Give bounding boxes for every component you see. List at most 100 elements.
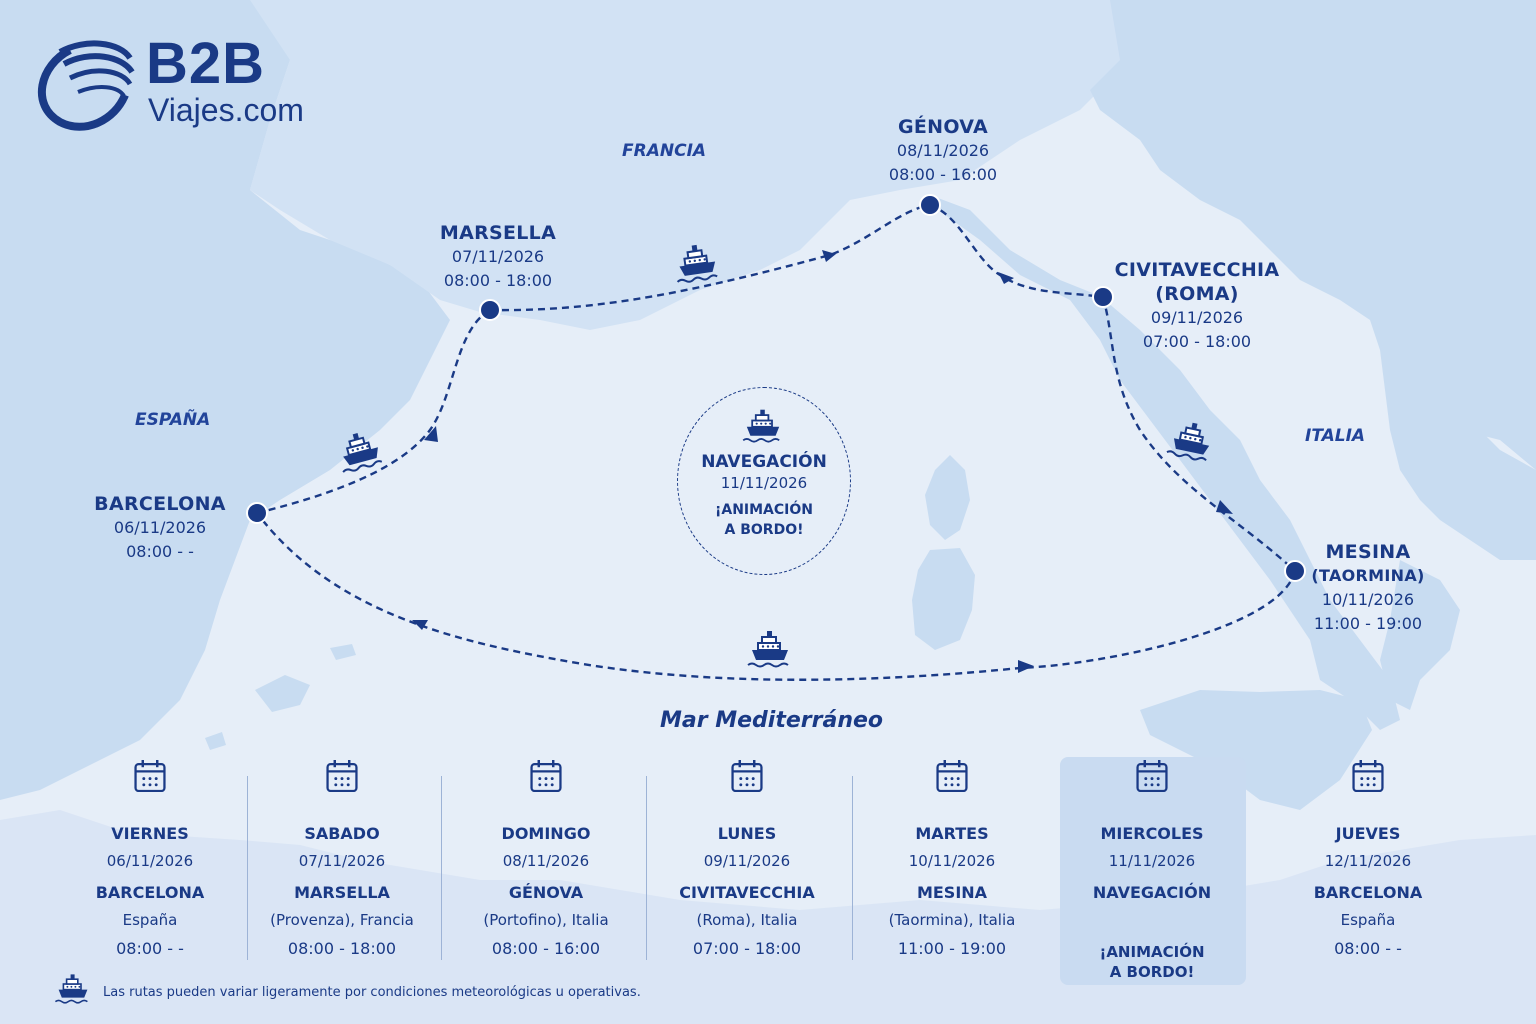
- wave-spacer: [1054, 902, 1250, 932]
- itinerary-day-domingo[interactable]: DOMINGO 08/11/2026 GÉNOVA (Portofino), I…: [448, 760, 644, 958]
- port-name: GÉNOVA: [897, 116, 989, 138]
- day-place: NAVEGACIÓN: [1092, 883, 1212, 902]
- arrow-5: [1018, 660, 1034, 673]
- day-place: BARCELONA: [1313, 883, 1423, 902]
- day-date: 06/11/2026: [106, 852, 194, 870]
- divider: [852, 776, 853, 960]
- port-date: 06/11/2026: [113, 518, 207, 537]
- day-name: DOMINGO: [501, 824, 591, 843]
- marker-civitavecchia[interactable]: [1092, 286, 1114, 308]
- itinerary-day-miercoles[interactable]: MIERCOLES 11/11/2026 NAVEGACIÓN ¡ANIMACI…: [1054, 760, 1250, 982]
- highlight-navigation-day: [1060, 757, 1246, 985]
- port-time: 08:00 - 16:00: [888, 165, 998, 184]
- day-name: MARTES: [915, 824, 989, 843]
- port-date: 10/11/2026: [1321, 590, 1415, 609]
- day-time: 08:00 - 18:00: [287, 939, 397, 958]
- day-place: GÉNOVA: [508, 883, 584, 902]
- port-name-2: (TAORMINA): [1311, 566, 1425, 585]
- day-place: MESINA: [916, 883, 988, 902]
- day-place: BARCELONA: [95, 883, 205, 902]
- calendar-icon: [530, 760, 562, 792]
- day-name: LUNES: [717, 824, 777, 843]
- port-label-marsella: MARSELLA 07/11/2026 08:00 - 18:00: [398, 221, 598, 293]
- route-arrows: [412, 250, 1233, 673]
- marker-genova[interactable]: [919, 194, 941, 216]
- country-label-italia: ITALIA: [1305, 426, 1366, 446]
- port-time: 08:00 - -: [126, 542, 194, 561]
- day-region: (Roma), Italia: [696, 911, 798, 929]
- port-date: 08/11/2026: [896, 141, 990, 160]
- calendar-icon: [326, 760, 358, 792]
- day-time: 08:00 - 16:00: [491, 939, 601, 958]
- day-date: 11/11/2026: [1108, 852, 1196, 870]
- itinerary-day-viernes[interactable]: VIERNES 06/11/2026 BARCELONA España 08:0…: [52, 760, 248, 958]
- logo-site[interactable]: Viajes.com: [148, 92, 304, 128]
- route-civitavecchia-mesina: [1101, 296, 1296, 572]
- day-date: 09/11/2026: [703, 852, 791, 870]
- day-name: SABADO: [304, 824, 380, 843]
- marker-marsella[interactable]: [479, 299, 501, 321]
- day-name: JUEVES: [1335, 824, 1401, 843]
- navigation-activity-line2: A BORDO!: [724, 522, 804, 538]
- day-name: VIERNES: [111, 824, 189, 843]
- day-activity: ¡ANIMACIÓN A BORDO!: [1054, 942, 1250, 982]
- day-activity-line2: A BORDO!: [1109, 963, 1195, 981]
- country-label-espana: ESPAÑA: [135, 410, 211, 430]
- day-region: (Portofino), Italia: [483, 911, 609, 929]
- divider: [247, 776, 248, 960]
- day-region: España: [122, 911, 178, 929]
- day-date: 10/11/2026: [908, 852, 996, 870]
- calendar-icon: [936, 760, 968, 792]
- port-label-genova: GÉNOVA 08/11/2026 08:00 - 16:00: [843, 115, 1043, 187]
- port-date: 07/11/2026: [451, 247, 545, 266]
- day-time: 07:00 - 18:00: [692, 939, 802, 958]
- itinerary-day-jueves[interactable]: JUEVES 12/11/2026 BARCELONA España 08:00…: [1270, 760, 1466, 958]
- arrow-3: [998, 272, 1014, 284]
- itinerary-day-martes[interactable]: MARTES 10/11/2026 MESINA (Taormina), Ita…: [854, 760, 1050, 958]
- land-menorca: [330, 644, 356, 660]
- calendar-icon: [1352, 760, 1384, 792]
- land-italy: [1090, 0, 1536, 470]
- day-time: 08:00 - -: [116, 939, 184, 958]
- marker-barcelona[interactable]: [246, 502, 268, 524]
- land-france: [250, 0, 1200, 330]
- itinerary-day-lunes[interactable]: LUNES 09/11/2026 CIVITAVECCHIA (Roma), I…: [649, 760, 845, 958]
- land-spain: [0, 0, 450, 800]
- divider: [441, 776, 442, 960]
- day-name: MIERCOLES: [1100, 824, 1204, 843]
- calendar-icon: [1136, 760, 1168, 792]
- day-date: 08/11/2026: [502, 852, 590, 870]
- land-sardinia: [912, 548, 975, 650]
- day-date: 07/11/2026: [298, 852, 386, 870]
- port-markers: [246, 194, 1306, 582]
- port-label-barcelona: BARCELONA 06/11/2026 08:00 - -: [60, 492, 260, 564]
- port-name: BARCELONA: [94, 493, 226, 515]
- day-place: CIVITAVECCHIA: [679, 883, 815, 902]
- land-calabria: [1380, 560, 1460, 710]
- route-mesina-barcelona: [256, 512, 1297, 681]
- day-activity-line1: ¡ANIMACIÓN: [1099, 943, 1205, 961]
- port-time: 11:00 - 19:00: [1313, 614, 1423, 633]
- country-label-francia: FRANCIA: [622, 141, 707, 161]
- divider: [646, 776, 647, 960]
- land-sicily: [1140, 690, 1372, 810]
- navigation-activity-line1: ¡ANIMACIÓN: [714, 502, 813, 518]
- land-italy-heel: [1380, 350, 1536, 560]
- navigation-activity: ¡ANIMACIÓN A BORDO!: [678, 500, 850, 540]
- land-mallorca: [255, 675, 310, 712]
- logo-globe-icon: [38, 40, 135, 131]
- port-label-mesina: MESINA (TAORMINA) 10/11/2026 11:00 - 19:…: [1298, 540, 1438, 636]
- navigation-day-badge: NAVEGACIÓN 11/11/2026 ¡ANIMACIÓN A BORDO…: [677, 387, 851, 575]
- day-region: (Taormina), Italia: [888, 911, 1016, 929]
- navigation-date: 11/11/2026: [720, 474, 808, 492]
- land-italy-boot: [930, 195, 1400, 730]
- arrow-6: [412, 620, 428, 630]
- day-date: 12/11/2026: [1324, 852, 1412, 870]
- itinerary-day-sabado[interactable]: SABADO 07/11/2026 MARSELLA (Provenza), F…: [244, 760, 440, 958]
- logo-brand[interactable]: B2B: [146, 31, 266, 96]
- day-region: España: [1340, 911, 1396, 929]
- footnote: Las rutas pueden variar ligeramente por …: [103, 985, 641, 1000]
- marker-mesina[interactable]: [1284, 560, 1306, 582]
